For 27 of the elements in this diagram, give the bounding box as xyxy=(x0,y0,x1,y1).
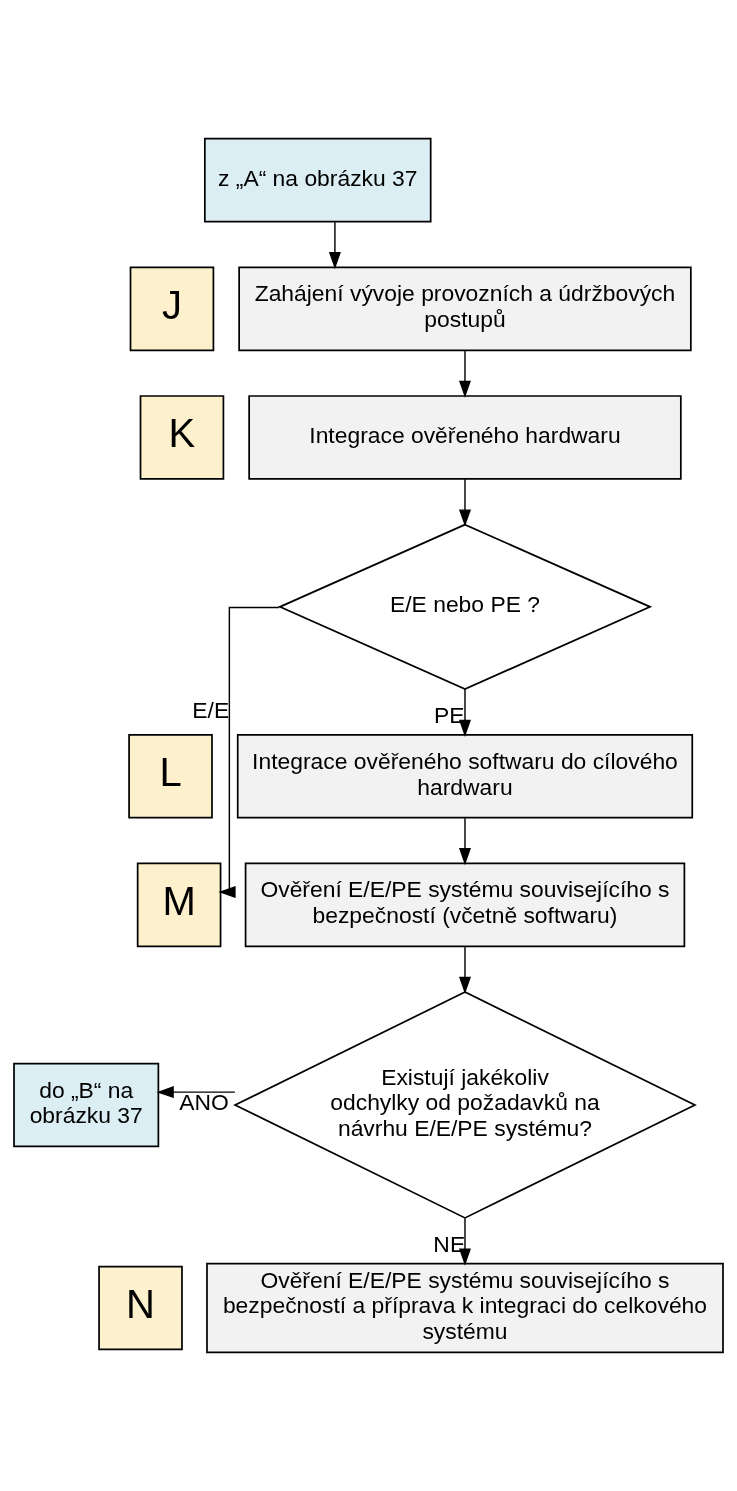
node-diamond: Existují jakékoliv odchylky od požadavků na návrhu E/E/PE systému? xyxy=(233,991,697,1219)
arrow xyxy=(458,945,471,994)
node-box: Integrace ověřeného softwaru do cílového hardwaru xyxy=(236,733,694,819)
node-box: Integrace ověřeného hardwaru xyxy=(248,395,682,480)
node-box: M xyxy=(136,862,222,948)
edge-label: ANO xyxy=(179,1089,229,1116)
node-diamond: E/E nebo PE ? xyxy=(277,523,653,690)
node-box: L xyxy=(128,733,213,819)
node-box: K xyxy=(139,395,225,480)
edge-label: E/E xyxy=(192,696,230,723)
arrow xyxy=(328,221,341,270)
node-box: z „A“ na obrázku 37 xyxy=(203,137,432,223)
node-box: Ověření E/E/PE systému souvisejícího s bezpečností a příprava k integraci do celkového systému xyxy=(206,1262,724,1354)
arrow xyxy=(458,688,471,737)
arrow xyxy=(458,817,471,866)
node-box: N xyxy=(98,1265,183,1351)
arrow xyxy=(156,1086,236,1099)
node-box: Ověření E/E/PE systému souvisejícího s bezpečností (včetně softwaru) xyxy=(244,862,686,948)
arrow xyxy=(458,350,471,398)
node-box: Zahájení vývoje provozních a údržbových postupů xyxy=(238,266,692,352)
edge-label: NE xyxy=(433,1231,466,1258)
arrow xyxy=(458,1217,471,1266)
arrow xyxy=(458,478,471,527)
node-box: do „B“ na obrázku 37 xyxy=(13,1062,160,1148)
node-box: J xyxy=(129,266,215,352)
edge-label: PE xyxy=(434,702,465,729)
arrow xyxy=(218,606,280,899)
